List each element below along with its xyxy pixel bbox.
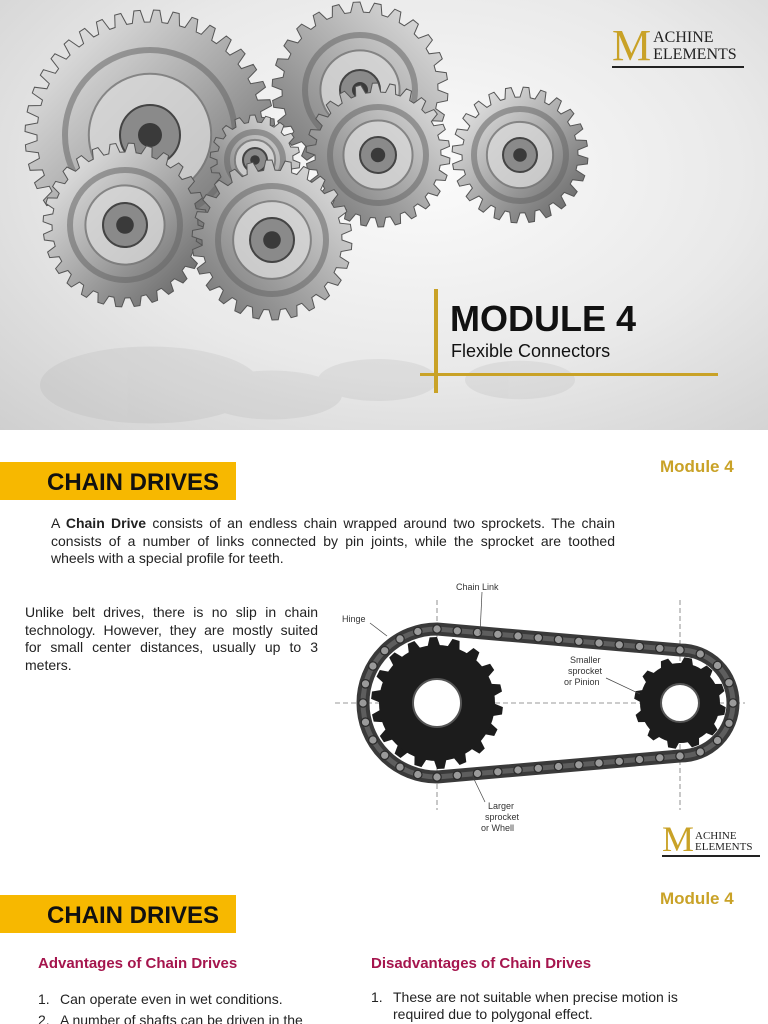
accent-vertical-line: [434, 289, 438, 393]
label-hinge: Hinge: [342, 614, 366, 624]
label-larger-1: Larger: [488, 801, 514, 811]
section-banner: CHAIN DRIVES: [0, 895, 236, 933]
para1-bold-term: Chain Drive: [65, 515, 147, 531]
logo-rule: [612, 66, 744, 68]
smaller-sprocket: [634, 657, 726, 749]
module-tag: Module 4: [660, 457, 734, 476]
list-item: 1.Can operate even in wet conditions.: [38, 991, 283, 1007]
gears-illustration: [24, 1, 589, 424]
label-larger-3: or Whell: [481, 823, 514, 833]
module-title: MODULE 4: [450, 298, 637, 339]
module-tag: Module 4: [660, 889, 734, 908]
machine-elements-logo: M ACHINE ELEMENTS: [612, 21, 744, 70]
logo-letter: M: [662, 819, 695, 859]
logo-line1: ACHINE: [695, 829, 737, 842]
chain-drive-diagram: Chain Link Hinge Smaller sprocket or Pin…: [335, 582, 745, 833]
para1-rest: consists of an endless chain wrapped aro…: [51, 515, 615, 566]
para1-prefix: A: [51, 515, 66, 531]
advantages-heading: Advantages of Chain Drives: [38, 955, 238, 972]
chain-drive-definition: A Chain Drive consists of an endless cha…: [51, 515, 615, 568]
advantages-list: 1.Can operate even in wet conditions. 2.…: [38, 991, 338, 1024]
logo-words: ACHINE ELEMENTS: [695, 829, 753, 854]
chain-drive-note: Unlike belt drives, there is no slip in …: [25, 604, 318, 673]
label-smaller-1: Smaller: [570, 655, 601, 665]
label-chain-link: Chain Link: [456, 582, 499, 592]
title-slide: M ACHINE ELEMENTS MODULE 4 Flexible Conn…: [0, 0, 768, 430]
label-smaller-3: or Pinion: [564, 677, 600, 687]
list-item: 1.These are not suitable when precise mo…: [371, 989, 678, 1022]
module-subtitle: Flexible Connectors: [451, 341, 611, 361]
logo-line2: ELEMENTS: [695, 841, 753, 854]
larger-sprocket: [371, 637, 503, 769]
machine-elements-logo-small: M ACHINE ELEMENTS: [662, 819, 760, 859]
banner-title: CHAIN DRIVES: [47, 902, 220, 929]
disadvantages-list: 1.These are not suitable when precise mo…: [371, 989, 711, 1024]
label-smaller-2: sprocket: [568, 666, 603, 676]
label-larger-2: sprocket: [485, 812, 520, 822]
logo-line1: ACHINE: [653, 29, 714, 47]
logo-line2: ELEMENTS: [653, 46, 737, 64]
chain-rollers: [358, 624, 738, 782]
chain-drives-pros-cons-slide: CHAIN DRIVES Module 4 Advantages of Chai…: [0, 870, 768, 1024]
banner-title: CHAIN DRIVES: [47, 469, 220, 496]
logo-letter: M: [612, 21, 652, 70]
leader-lines: [369, 591, 641, 803]
logo-words: ACHINE ELEMENTS: [653, 30, 737, 64]
accent-horizontal-line: [420, 373, 718, 376]
list-item: 2.A number of shafts can be driven in th…: [38, 1012, 303, 1024]
section-banner: CHAIN DRIVES: [0, 462, 236, 500]
logo-rule: [662, 855, 760, 857]
disadvantages-heading: Disadvantages of Chain Drives: [371, 955, 592, 972]
chain-drives-slide: CHAIN DRIVES Module 4 A Chain Drive cons…: [0, 430, 768, 870]
